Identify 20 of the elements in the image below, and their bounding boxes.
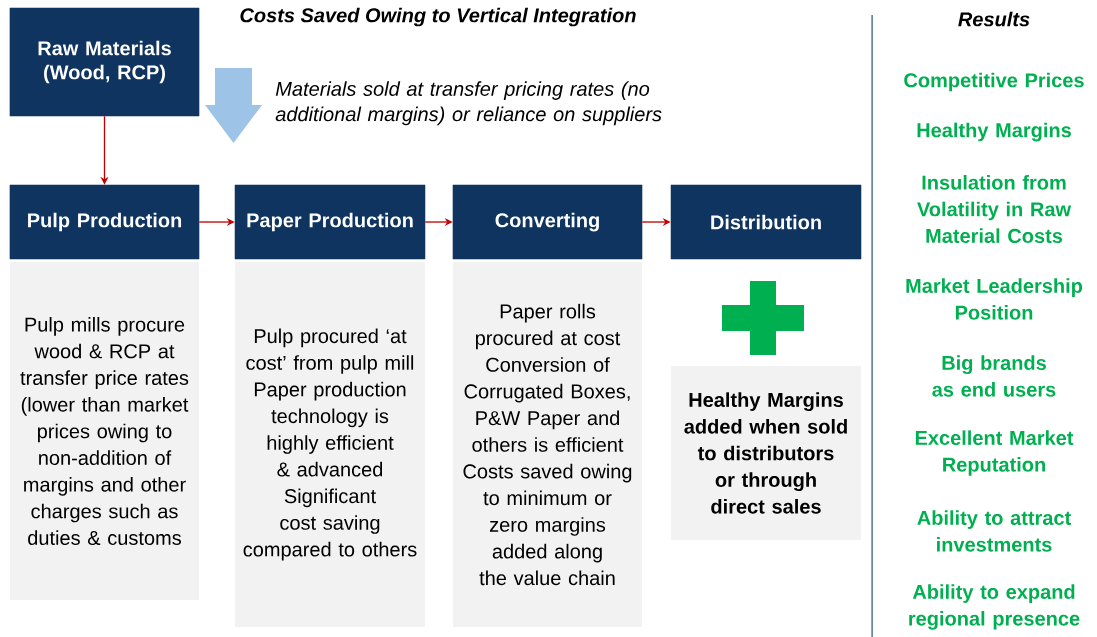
text-box: Pulp mills procure wood & RCP at transfer price rates (lower than market prices owing to non-addition of margins and other charges such as duties & customs <box>9 262 200 600</box>
note-text: Materials sold at transfer pricing rates (no additional margins) or reliance on suppliers <box>275 81 662 126</box>
text-box: Healthy Margins added when sold to distributors or through direct sales <box>671 366 861 540</box>
result-text: Big brands as end users <box>932 355 1056 397</box>
result-text: Insulation from Volatility in Raw Material Costs <box>917 175 1072 243</box>
result-text: Market Leadership Position <box>906 278 1083 320</box>
process-box: Converting <box>452 184 643 260</box>
process-box: Distribution <box>670 184 862 260</box>
result-text: Competitive Prices <box>904 72 1084 92</box>
text-box: Pulp procured ‘at cost’ from pulp mill Paper production technology is highly efficient & advanced Significant cost saving compared to others <box>235 262 425 628</box>
result-text: Ability to expand regional presence <box>909 584 1080 630</box>
title: Costs Saved Owing to Vertical Integration <box>240 7 636 27</box>
text-box: Paper rolls procured at cost Conversion of Corrugated Boxes, P&W Paper and others is efficient Costs saved owing to minimum or zero margins added along the value chain <box>452 262 643 628</box>
result-text: Ability to attract investments <box>917 510 1071 552</box>
process-box: Paper Production <box>234 184 426 260</box>
result-text: Healthy Margins <box>917 122 1071 142</box>
result-text: Excellent Market Reputation <box>915 430 1074 476</box>
process-box: Pulp Production <box>9 184 200 260</box>
heading: Results <box>958 11 1030 27</box>
process-box: Raw Materials (Wood, RCP) <box>9 7 200 117</box>
